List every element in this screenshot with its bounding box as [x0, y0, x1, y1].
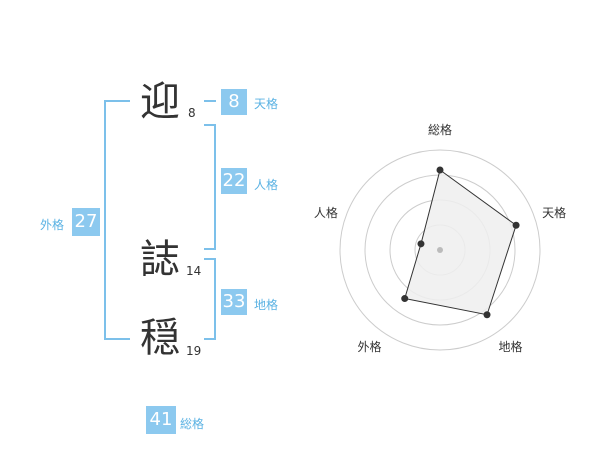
- chikaku-badge: 33: [221, 289, 247, 315]
- radar-axis-label-2: 地格: [499, 339, 523, 354]
- chikaku-bracket-bottom: [204, 338, 216, 340]
- tenkaku-badge: 8: [221, 89, 247, 115]
- radar-series-polygon: [404, 169, 517, 316]
- radar-axis-label-3: 外格: [357, 339, 381, 354]
- radar-point-3: [401, 295, 409, 303]
- radar-axis-label-0: 総格: [428, 122, 452, 137]
- radar-axis-label-1: 天格: [542, 205, 566, 220]
- jinkaku-bracket-bottom: [204, 248, 216, 250]
- gaikaku-badge: 27: [72, 208, 100, 236]
- tenkaku-label: 天格: [254, 97, 279, 111]
- name-char-1: 迎: [140, 79, 180, 125]
- chikaku-label: 地格: [254, 298, 279, 312]
- name-char-3: 穏: [140, 315, 180, 361]
- radar-center-dot: [437, 247, 443, 253]
- outer-bracket-vertical: [104, 100, 106, 340]
- name-char-3-strokes: 19: [186, 344, 202, 358]
- radar-point-1: [512, 221, 520, 229]
- chikaku-bracket-top: [204, 258, 216, 260]
- jinkaku-bracket-vertical: [214, 124, 216, 250]
- gaikaku-label: 外格: [40, 218, 65, 232]
- radar-grid-ring: [339, 149, 541, 351]
- radar-axis-label-4: 人格: [314, 205, 338, 220]
- soukaku-label: 総格: [180, 417, 205, 431]
- outer-bracket-top: [104, 100, 130, 102]
- jinkaku-badge: 22: [221, 168, 247, 194]
- soukaku-badge: 41: [146, 406, 176, 434]
- radar-point-0: [436, 166, 444, 174]
- tenkaku-connector: [204, 100, 216, 102]
- name-char-1-strokes: 8: [188, 106, 196, 120]
- chikaku-bracket-vertical: [214, 258, 216, 340]
- outer-bracket-bottom: [104, 338, 130, 340]
- jinkaku-label: 人格: [254, 178, 279, 192]
- radar-point-2: [483, 311, 491, 319]
- name-char-2-strokes: 14: [186, 264, 202, 278]
- jinkaku-bracket-top: [204, 124, 216, 126]
- name-char-2: 誌: [140, 237, 180, 283]
- radar-point-4: [417, 240, 425, 248]
